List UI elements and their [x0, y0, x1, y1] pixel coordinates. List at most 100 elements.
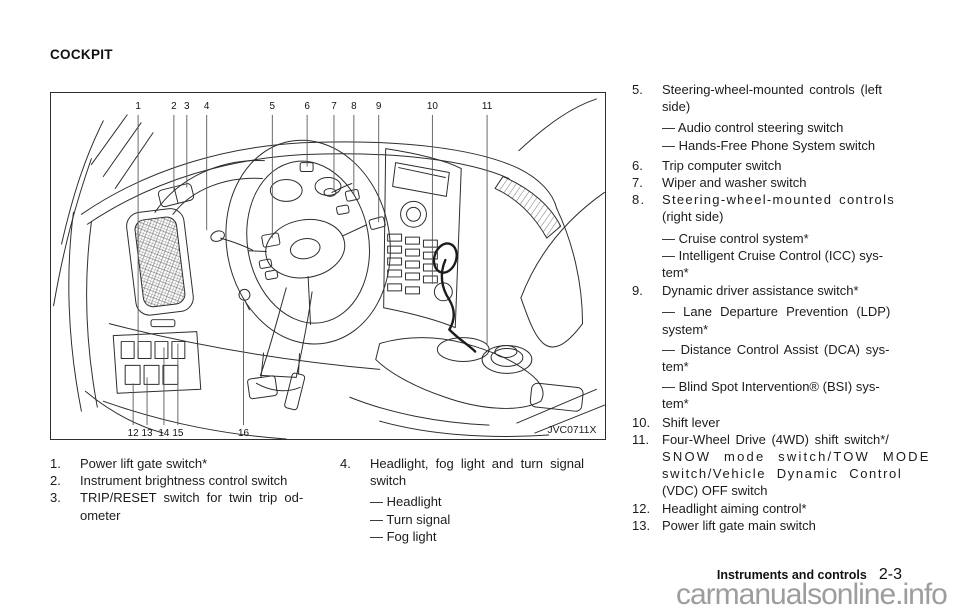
legend-item-text: Dynamic driver assistance switch*: [662, 283, 859, 299]
figure-callout-5: 5: [270, 101, 276, 112]
legend-item-number: 2.: [50, 473, 61, 489]
figure-code-label: JVC0711X: [547, 425, 596, 436]
legend-item-text: Shift lever: [662, 414, 720, 430]
legend-item-text: tem*: [662, 265, 689, 281]
legend-item-text: — Hands-Free Phone System switch: [662, 137, 876, 153]
legend-item-number: 5.: [632, 82, 643, 97]
legend-line: tem*: [662, 395, 910, 412]
legend-line: switch/Vehicle Dynamic Control: [662, 465, 910, 482]
legend-item-text: — Intelligent Cruise Control (ICC) sys-: [662, 247, 884, 263]
figure-callout-3: 3: [184, 101, 190, 112]
shift-lever-art: [432, 242, 477, 353]
legend-item-text: Wiper and washer switch: [662, 175, 807, 191]
legend-item-text: SNOW mode switch/TOW MODE: [662, 449, 931, 465]
legend-item-text: Power lift gate switch*: [80, 456, 208, 471]
legend-item-text: side): [662, 99, 691, 115]
legend-line: switch: [370, 472, 610, 489]
legend-line: 7. Wiper and washer switch: [632, 174, 910, 191]
legend-item-text: TRIP/RESET switch for twin trip od-: [80, 490, 304, 506]
legend-item-text: tem*: [662, 359, 689, 375]
legend-line: (right side): [662, 208, 910, 225]
legend-item-text: — Blind Spot Intervention® (BSI) sys-: [662, 379, 880, 395]
figure-callout-12: 12: [128, 428, 140, 439]
figure-callout-7: 7: [331, 101, 337, 112]
legend-line: 13.Power lift gate main switch: [632, 517, 910, 534]
legend-line: — Headlight: [370, 493, 610, 510]
legend-line: 6.Trip computer switch: [632, 157, 910, 174]
legend-line: (VDC) OFF switch: [662, 482, 910, 499]
legend-item-text: Power lift gate main switch: [662, 517, 816, 533]
legend-item-text: system*: [662, 321, 709, 337]
legend-item-text: ometer: [80, 507, 121, 523]
figure-callout-8: 8: [351, 101, 357, 112]
legend-item-text: — Cruise control system*: [662, 230, 809, 246]
legend-line: — Distance Control Assist (DCA) sys-: [662, 341, 910, 358]
footer-page-number: 2-3: [878, 566, 902, 583]
legend-item-text: — Turn signal: [370, 511, 451, 527]
legend-item-text: — Lane Departure Prevention (LDP): [662, 304, 891, 320]
legend-line: tem*: [662, 264, 910, 281]
legend-item-text: Headlight aiming control*: [662, 500, 807, 516]
legend-item-number: 3.: [50, 490, 61, 506]
legend-line: 4. Headlight, fog light and turn signal: [340, 455, 610, 472]
legend-line: — Turn signal: [370, 511, 610, 528]
legend-line: — Lane Departure Prevention (LDP): [662, 303, 910, 320]
figure-callout-4: 4: [204, 101, 210, 112]
legend-item-text: — Audio control steering switch: [662, 120, 844, 136]
legend-item-number: 11.: [632, 431, 650, 447]
legend-line: 11. Four-Wheel Drive (4WD) shift switch*/: [632, 431, 910, 448]
figure-callout-10: 10: [427, 101, 439, 112]
legend-item-number: 1.: [50, 456, 61, 471]
legend-line: — Blind Spot Intervention® (BSI) sys-: [662, 378, 910, 395]
legend-line: 5. Steering-wheel-mounted controls (left: [632, 81, 910, 98]
dashboard-line-art: [53, 98, 605, 439]
legend-item-text: switch/Vehicle Dynamic Control: [662, 466, 903, 482]
legend-item-text: Instrument brightness control switch: [80, 473, 288, 489]
figure-callout-16: 16: [238, 428, 250, 439]
figure-callout-13: 13: [142, 428, 154, 439]
legend-item-text: Four-Wheel Drive (4WD) shift switch*/: [662, 431, 889, 447]
legend-item-number: 4.: [340, 456, 351, 471]
legend-item-text: — Headlight: [370, 494, 442, 510]
legend-line: 12. Headlight aiming control*: [632, 500, 910, 517]
legend-item-text: (right side): [662, 209, 724, 225]
legend-line: 9. Dynamic driver assistance switch*: [632, 282, 910, 299]
legend-line: ometer: [80, 507, 328, 524]
legend-line: SNOW mode switch/TOW MODE: [662, 448, 928, 465]
legend-line: 10.Shift lever: [632, 414, 910, 431]
legend-line: — Hands-Free Phone System switch: [662, 137, 910, 154]
legend-column-mid: 4. Headlight, fog light and turn signal s…: [340, 455, 610, 545]
figure-callout-11: 11: [482, 101, 493, 112]
legend-line: — Intelligent Cruise Control (ICC) sys-: [662, 247, 910, 264]
legend-line: tem*: [662, 358, 910, 375]
legend-line: system*: [662, 321, 910, 338]
legend-line: 3. TRIP/RESET switch for twin trip od-: [50, 489, 328, 506]
legend-line: 1. Power lift gate switch*: [50, 455, 328, 472]
legend-item-text: Trip computer switch: [662, 157, 782, 173]
footer-chapter-title: Instruments and controls: [716, 568, 867, 582]
legend-item-text: tem*: [662, 396, 689, 412]
legend-item-number: 12.: [632, 500, 651, 516]
legend-item-text: switch: [370, 473, 407, 489]
legend-column-left: 1. Power lift gate switch* 2. Instrument b…: [50, 455, 328, 524]
legend-item-text: Headlight, fog light and turn signal: [370, 456, 585, 471]
legend-line: — Cruise control system*: [662, 230, 910, 247]
section-heading: COCKPIT: [50, 47, 113, 62]
legend-line: side): [662, 98, 910, 115]
figure-callout-9: 9: [376, 101, 382, 112]
legend-item-number: 9.: [632, 283, 643, 299]
legend-line: 2. Instrument brightness control switch: [50, 472, 328, 489]
figure-callout-6: 6: [304, 101, 310, 112]
legend-item-text: Steering-wheel-mounted controls (left: [662, 82, 883, 97]
legend-line: — Audio control steering switch: [662, 119, 910, 136]
figure-callout-2: 2: [171, 101, 177, 112]
legend-line: 8.Steering-wheel-mounted controls: [632, 191, 910, 208]
page-footer: Instruments and controls 2-3: [600, 566, 902, 584]
figure-callout-15: 15: [172, 428, 184, 439]
legend-item-text: (VDC) OFF switch: [662, 483, 768, 499]
legend-item-number: 7.: [632, 175, 643, 191]
